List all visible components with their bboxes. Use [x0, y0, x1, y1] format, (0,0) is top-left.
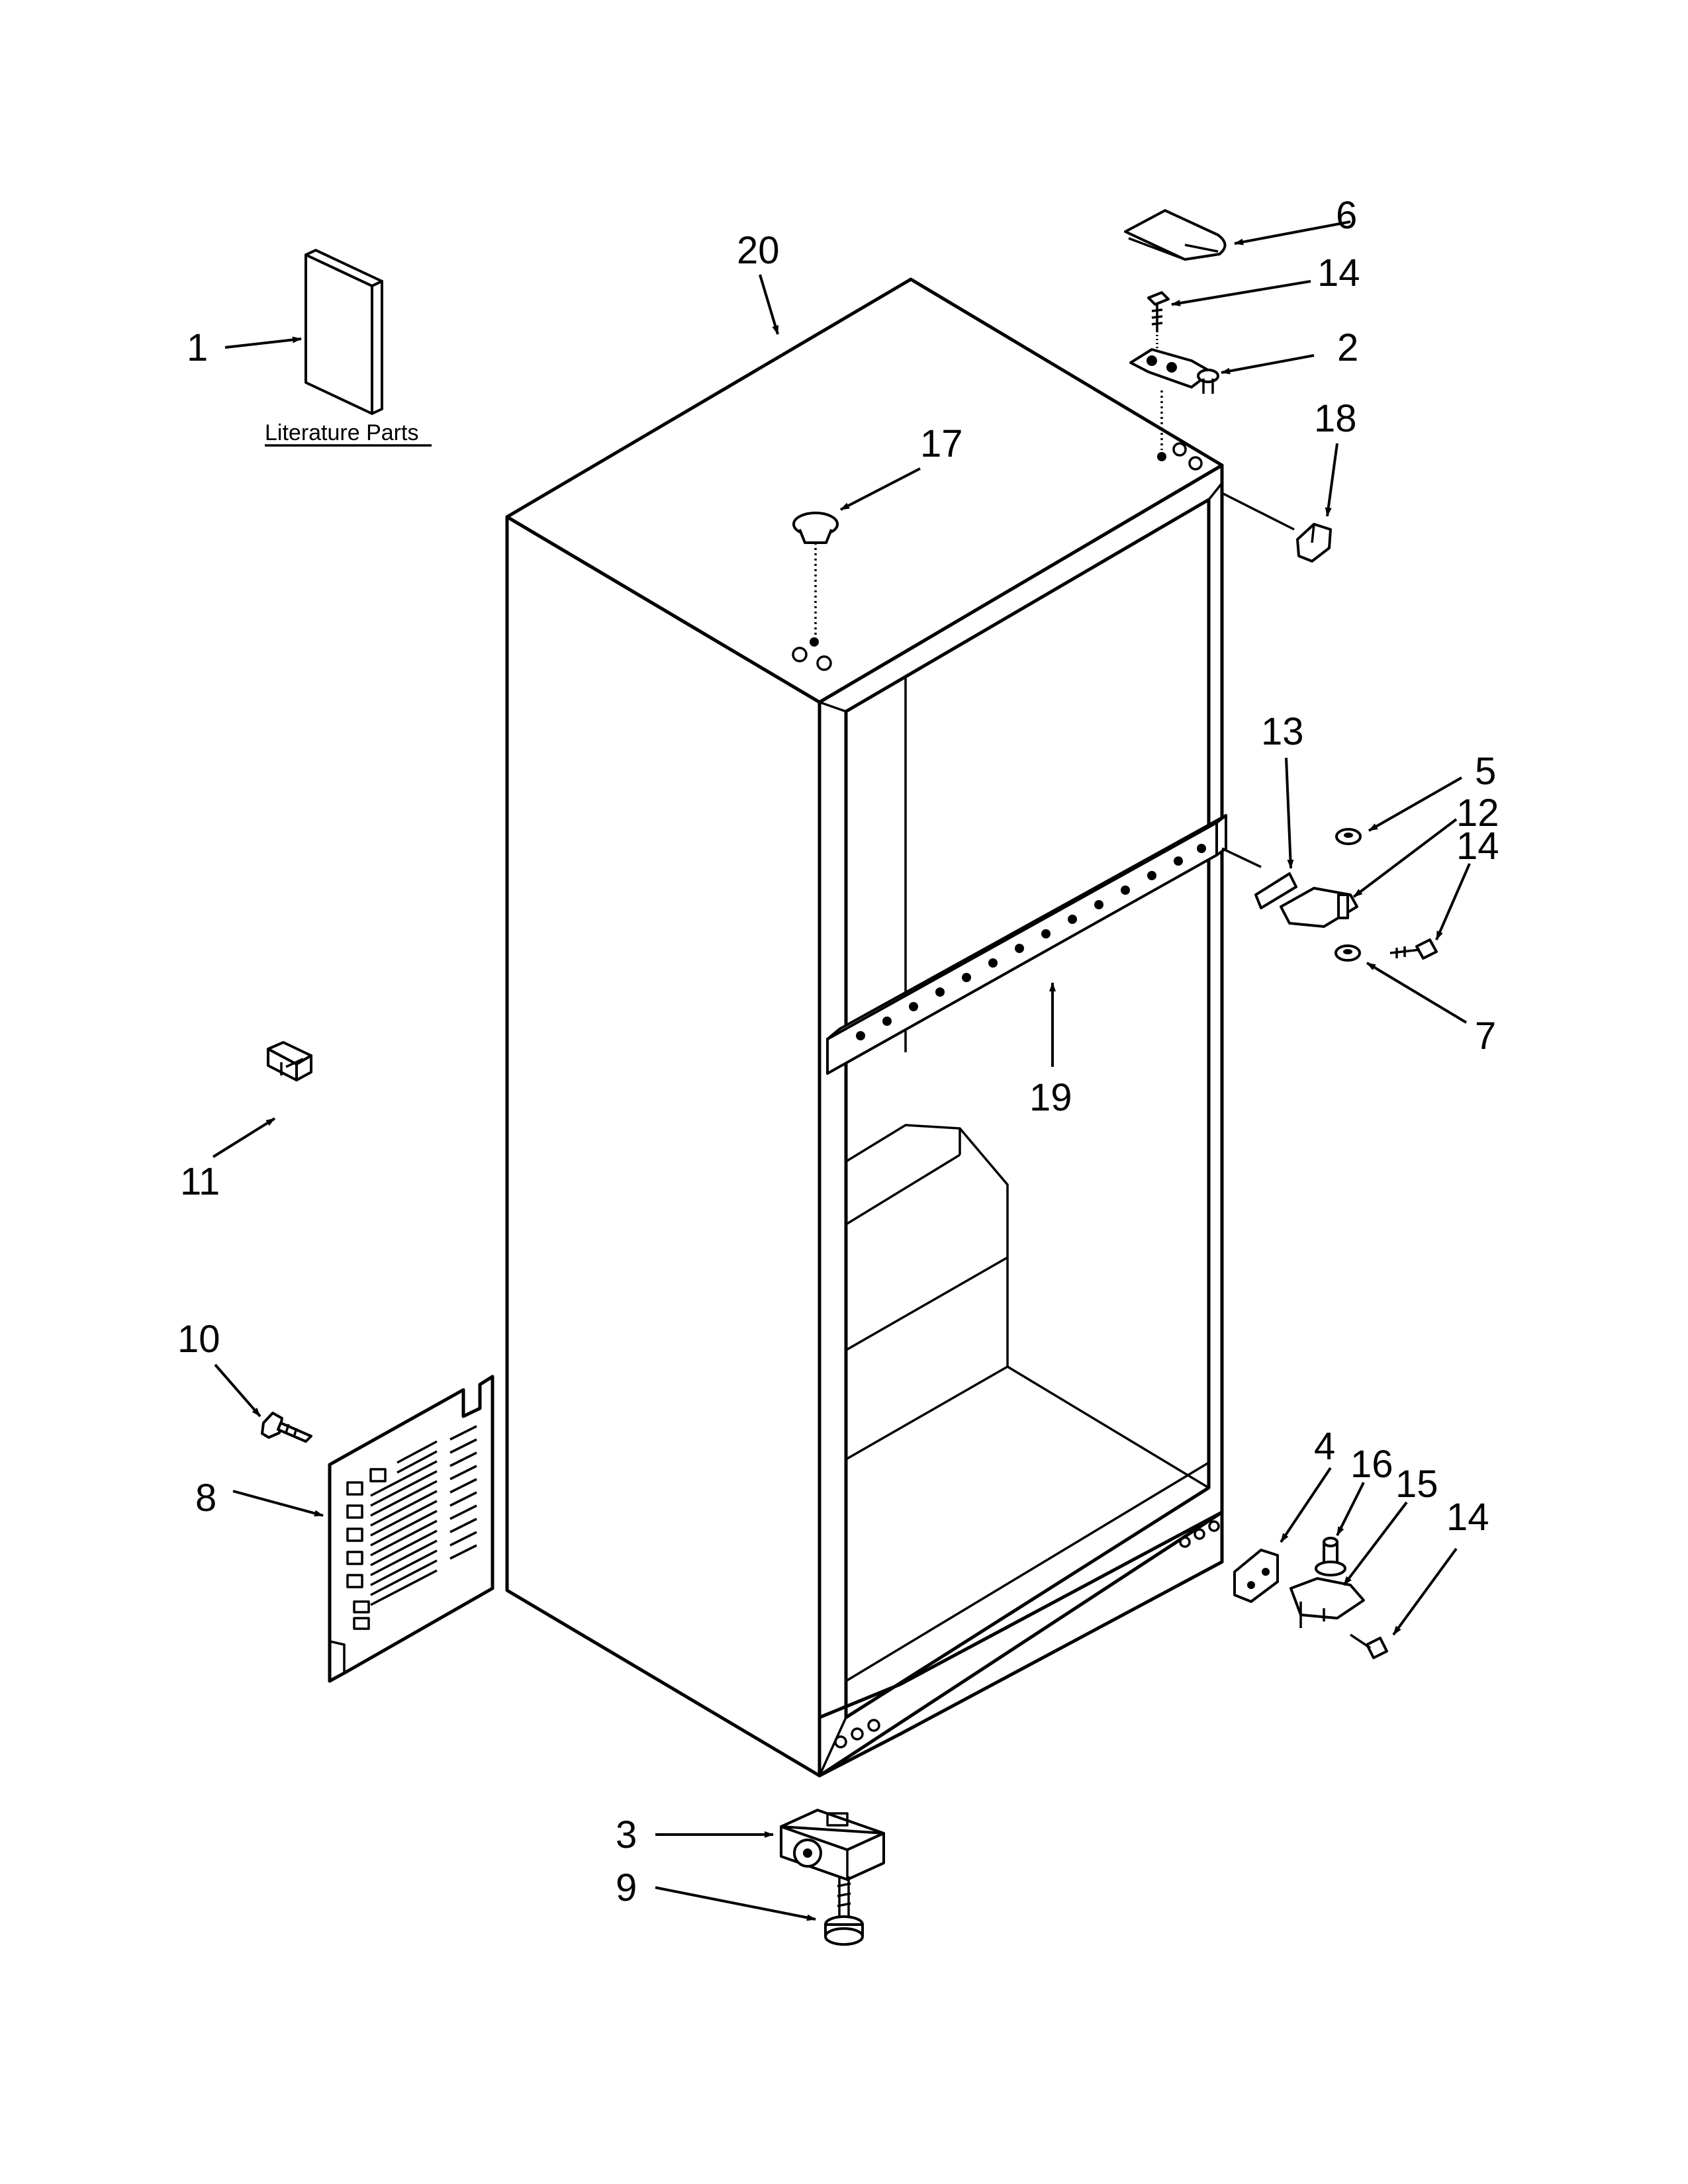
callout-14-bottom: 14: [1446, 1496, 1489, 1539]
leader-lines: [212, 220, 1471, 1921]
literature-parts-booklet: [305, 249, 383, 415]
callout-14-center: 14: [1456, 825, 1499, 868]
callout-8: 8: [195, 1477, 216, 1520]
center-hinge-assembly: [1221, 828, 1362, 962]
grille-slots: [329, 1425, 477, 1673]
top-hinge-screw: [1147, 291, 1170, 351]
hole-plug: [792, 512, 839, 635]
clip: [267, 1041, 312, 1081]
callout-2: 2: [1337, 326, 1358, 369]
center-hinge-screw: [1389, 938, 1438, 960]
toe-grille: [328, 1375, 494, 1683]
bottom-hinge: [1289, 1577, 1365, 1628]
hinge-cover-small: [1221, 492, 1332, 563]
literature-parts-caption: Literature Parts: [265, 420, 418, 445]
cabinet: [505, 277, 1224, 1778]
callout-16: 16: [1350, 1443, 1393, 1486]
callout-12: 12: [1456, 792, 1499, 835]
callout-13: 13: [1261, 710, 1304, 753]
callout-10: 10: [177, 1318, 220, 1361]
front-roller: [780, 1809, 885, 1881]
callout-4: 4: [1314, 1425, 1335, 1468]
callout-3: 3: [616, 1813, 637, 1856]
callout-6: 6: [1336, 194, 1357, 237]
callout-19: 19: [1029, 1076, 1072, 1119]
callout-5: 5: [1475, 750, 1496, 793]
callout-17: 17: [920, 422, 963, 465]
callout-1: 1: [187, 326, 208, 369]
top-hinge: [1129, 348, 1219, 450]
leveling-leg: [824, 1876, 864, 1946]
callout-14-top: 14: [1317, 251, 1360, 295]
bottom-hinge-shim: [1233, 1549, 1279, 1603]
callout-15: 15: [1395, 1463, 1438, 1506]
bottom-hinge-screw: [1350, 1633, 1388, 1659]
callout-7: 7: [1475, 1015, 1496, 1058]
center-mullion-bar: [826, 814, 1227, 1075]
callout-20: 20: [737, 229, 780, 272]
grille-screw: [261, 1412, 312, 1443]
callout-9: 9: [616, 1866, 637, 1909]
callout-numbers: 1 20 6 14 2 18 17 13 5 12 14 7 19 11 10 …: [177, 194, 1499, 1909]
mullion-bar-holes: [856, 844, 1206, 1040]
top-hinge-cover: [1124, 209, 1227, 261]
bottom-hinge-pin: [1315, 1537, 1346, 1576]
callout-18: 18: [1314, 397, 1357, 440]
callout-11: 11: [180, 1160, 220, 1203]
